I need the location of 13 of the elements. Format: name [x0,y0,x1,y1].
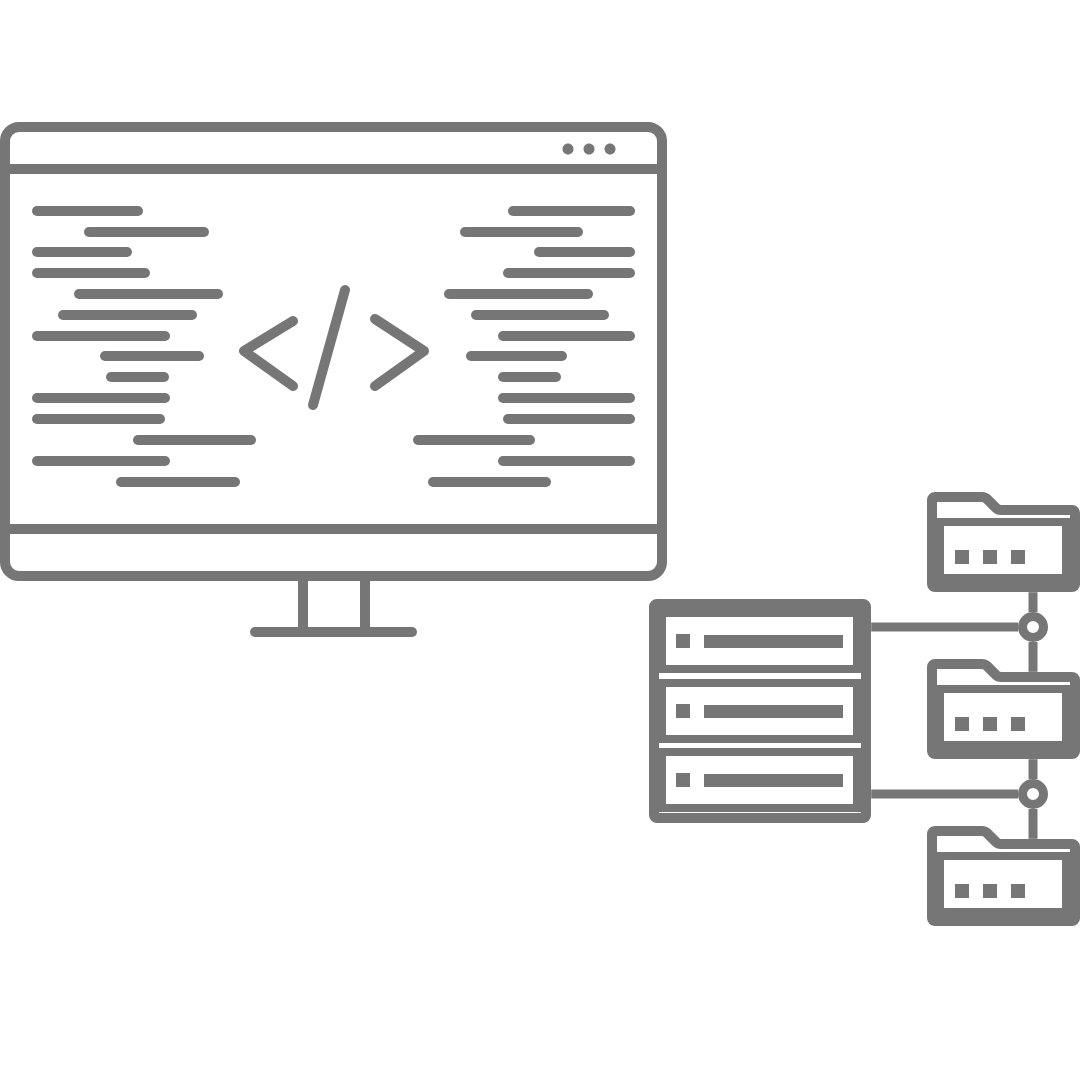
connector-line [1028,642,1038,672]
folder-drawing [927,492,1080,592]
server-drawing [649,599,871,823]
connector-line [1028,809,1038,839]
connector-line [871,789,1018,799]
connector-circle [1018,612,1048,642]
monitor-drawing [0,122,667,637]
folder-drawing [927,659,1080,759]
connector-line [1028,592,1038,612]
folder-drawing [927,826,1080,926]
connector-line [1028,759,1038,779]
connector-line [871,622,1018,632]
connector-circle [1018,779,1048,809]
